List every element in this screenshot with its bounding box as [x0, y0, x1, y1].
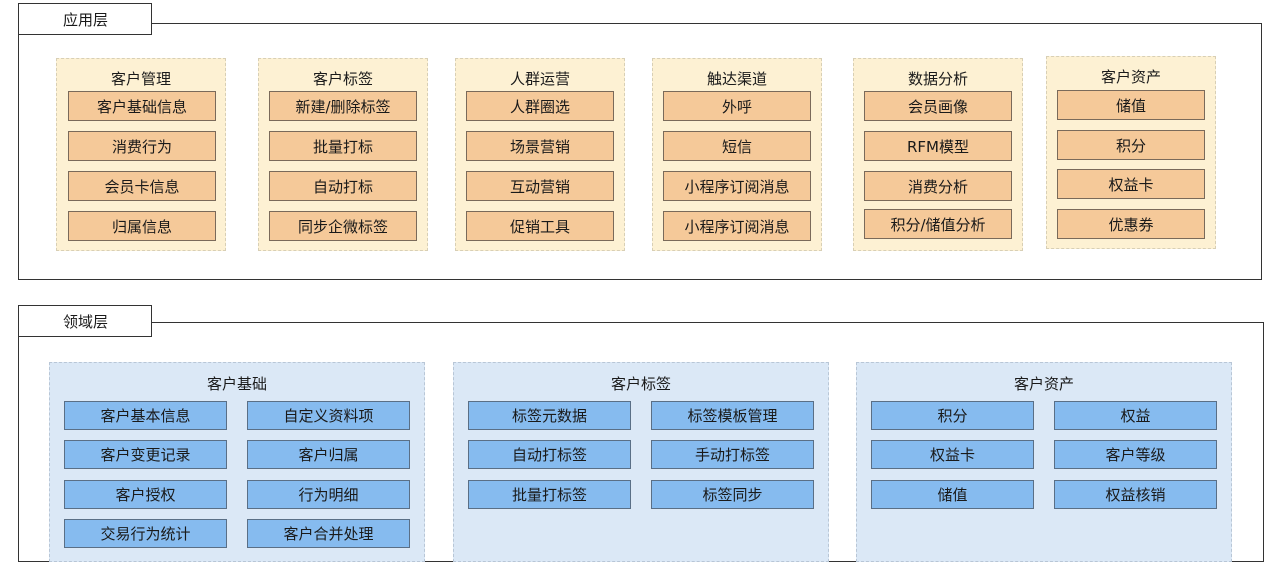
domain-item: 客户等级 — [1054, 440, 1217, 469]
group-title: 客户资产 — [1100, 68, 1161, 86]
domain-item: 储值 — [871, 480, 1034, 509]
domain-item: 标签模板管理 — [651, 401, 814, 430]
app-group-customer-tags: 客户标签 新建/删除标签 批量打标 自动打标 同步企微标签 — [258, 58, 428, 251]
app-item: 小程序订阅消息 — [663, 171, 811, 201]
app-item: 优惠券 — [1057, 209, 1205, 239]
domain-group-customer-assets: 客户资产 积分 权益 权益卡 客户等级 储值 权益核销 — [856, 362, 1232, 562]
domain-item: 交易行为统计 — [64, 519, 227, 548]
app-item: 新建/删除标签 — [269, 91, 417, 121]
app-group-customer-assets: 客户资产 储值 积分 权益卡 优惠券 — [1046, 56, 1216, 249]
domain-item: 客户授权 — [64, 480, 227, 509]
domain-layer-label: 领域层 — [18, 305, 152, 337]
domain-item: 客户基本信息 — [64, 401, 227, 430]
app-item: 短信 — [663, 131, 811, 161]
app-item: 批量打标 — [269, 131, 417, 161]
group-title: 人群运营 — [509, 70, 570, 88]
domain-item: 自动打标签 — [468, 440, 631, 469]
group-title: 客户基础 — [206, 375, 267, 393]
domain-item: 积分 — [871, 401, 1034, 430]
app-item: 小程序订阅消息 — [663, 211, 811, 241]
app-item: 消费行为 — [68, 131, 216, 161]
app-item: 场景营销 — [466, 131, 614, 161]
app-item: 互动营销 — [466, 171, 614, 201]
app-item: 积分 — [1057, 130, 1205, 160]
app-item: 客户基础信息 — [68, 91, 216, 121]
domain-item: 权益 — [1054, 401, 1217, 430]
app-item: 促销工具 — [466, 211, 614, 241]
app-item: RFM模型 — [864, 131, 1012, 161]
app-layer-label: 应用层 — [18, 3, 152, 35]
app-item: 消费分析 — [864, 171, 1012, 201]
app-group-customer-management: 客户管理 客户基础信息 消费行为 会员卡信息 归属信息 — [56, 58, 226, 251]
group-title: 客户管理 — [110, 70, 171, 88]
app-item: 同步企微标签 — [269, 211, 417, 241]
domain-item: 行为明细 — [247, 480, 410, 509]
group-title: 触达渠道 — [706, 70, 767, 88]
app-item: 外呼 — [663, 91, 811, 121]
domain-item: 标签元数据 — [468, 401, 631, 430]
domain-item: 权益卡 — [871, 440, 1034, 469]
app-item: 积分/储值分析 — [864, 209, 1012, 239]
domain-group-customer-base: 客户基础 客户基本信息 自定义资料项 客户变更记录 客户归属 客户授权 行为明细… — [49, 362, 425, 562]
domain-item: 客户合并处理 — [247, 519, 410, 548]
app-group-reach-channels: 触达渠道 外呼 短信 小程序订阅消息 小程序订阅消息 — [652, 58, 822, 251]
app-item: 人群圈选 — [466, 91, 614, 121]
app-group-crowd-operations: 人群运营 人群圈选 场景营销 互动营销 促销工具 — [455, 58, 625, 251]
app-item: 会员画像 — [864, 91, 1012, 121]
domain-group-customer-tags: 客户标签 标签元数据 标签模板管理 自动打标签 手动打标签 批量打标签 标签同步 — [453, 362, 829, 562]
app-item: 归属信息 — [68, 211, 216, 241]
group-title: 客户标签 — [610, 375, 671, 393]
domain-item: 自定义资料项 — [247, 401, 410, 430]
domain-item: 客户变更记录 — [64, 440, 227, 469]
domain-item: 标签同步 — [651, 480, 814, 509]
domain-item: 手动打标签 — [651, 440, 814, 469]
app-item: 权益卡 — [1057, 169, 1205, 199]
domain-item: 客户归属 — [247, 440, 410, 469]
app-group-data-analysis: 数据分析 会员画像 RFM模型 消费分析 积分/储值分析 — [853, 58, 1023, 251]
app-item: 储值 — [1057, 90, 1205, 120]
domain-item: 批量打标签 — [468, 480, 631, 509]
app-item: 自动打标 — [269, 171, 417, 201]
group-title: 客户资产 — [1013, 375, 1074, 393]
domain-item: 权益核销 — [1054, 480, 1217, 509]
app-item: 会员卡信息 — [68, 171, 216, 201]
group-title: 数据分析 — [907, 70, 968, 88]
group-title: 客户标签 — [312, 70, 373, 88]
